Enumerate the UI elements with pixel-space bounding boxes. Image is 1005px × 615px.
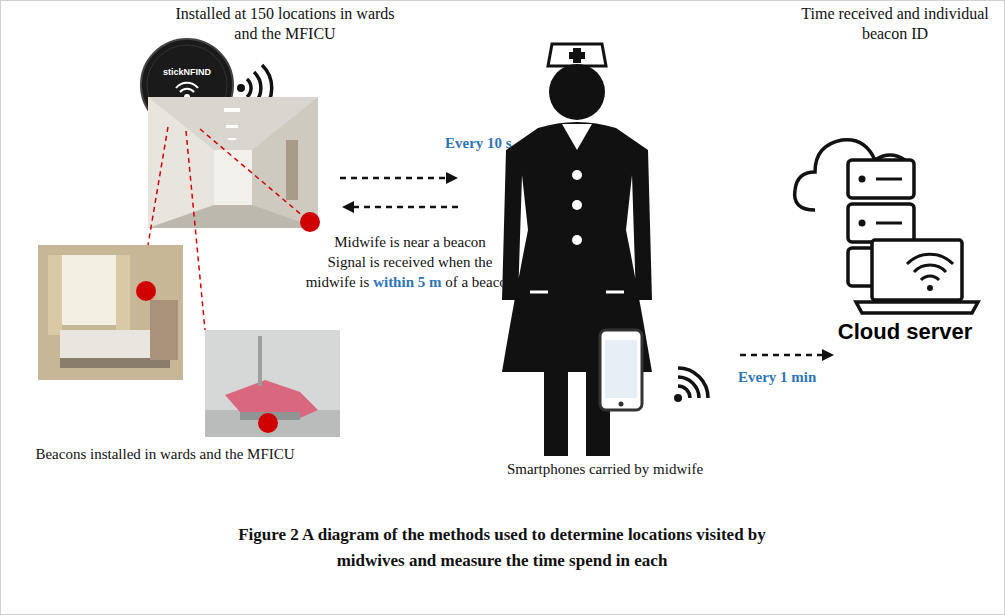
device-logo: stickNFIND <box>152 67 222 78</box>
server-title: Cloud server <box>815 318 995 346</box>
phone-caption: Smartphones carried by midwife <box>470 460 740 479</box>
beacon-caption: Beacons installed in wards and the MFICU <box>35 445 295 464</box>
signal-text: of a beacon <box>445 274 514 290</box>
signal-note: Midwife is near a beaconSignal is receiv… <box>305 232 515 292</box>
signal-body: Signal is received when the midwife is w… <box>305 252 515 292</box>
interval-label: Every 10 s <box>445 134 545 153</box>
range-highlight: within 5 m <box>373 274 441 290</box>
figure-caption: Figure 2 A diagram of the methods used t… <box>212 522 792 574</box>
install-note: Installed at 150 locations in wards and … <box>170 4 400 44</box>
interval-label: Every 1 min <box>738 368 858 387</box>
signal-heading: Midwife is near a beacon <box>305 232 515 252</box>
server-note: Time received and individual beacon ID <box>790 4 1000 44</box>
